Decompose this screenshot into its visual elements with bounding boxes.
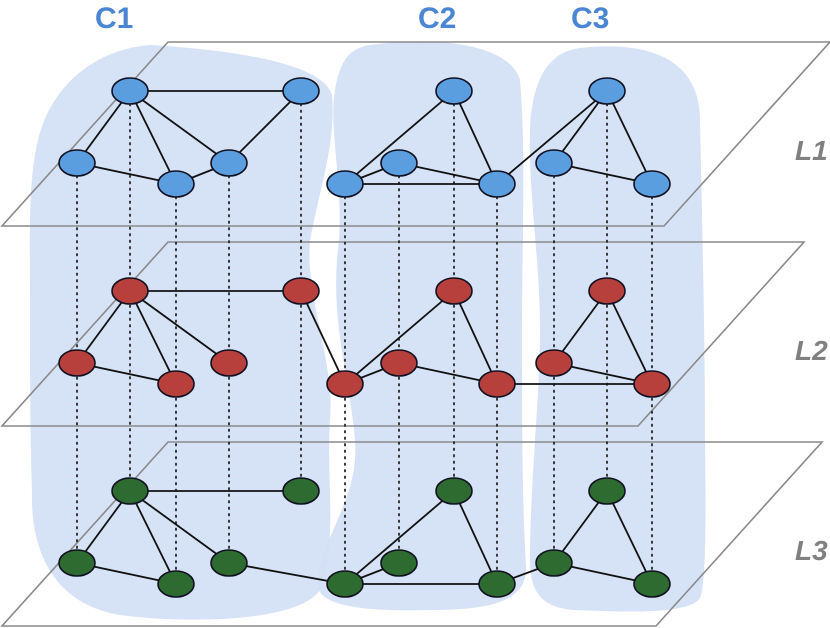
community-region-c2 [318, 41, 527, 611]
community-region-c3 [529, 46, 706, 612]
node-l2-c2-top [435, 277, 473, 305]
edge-l3-c1-top-left-c1-mid [129, 490, 177, 585]
node-l2-c3-top [588, 277, 626, 305]
community-label-c2: C2 [418, 2, 456, 35]
edge-l3-c2-top-c2-left [344, 490, 455, 585]
node-l3-c2-left [326, 570, 364, 598]
layer-plane-l2 [0, 241, 806, 427]
node-l1-c2-right [478, 170, 516, 198]
node-l1-c3-right [633, 170, 671, 198]
network-nodes [58, 77, 671, 598]
layer-plane-l1 [0, 41, 830, 227]
node-l1-c3-top [588, 77, 626, 105]
edge-l3-c2-top-c2-right [453, 490, 498, 585]
community-label-c3: C3 [571, 2, 609, 35]
node-l3-c1-top-left [111, 477, 149, 505]
node-l2-c3-right [633, 370, 671, 398]
edge-l1-c1-top-left-c1-right [129, 90, 230, 164]
node-l3-c1-mid [157, 570, 195, 598]
node-l3-c1-left [58, 549, 96, 577]
node-l3-c2-top [435, 477, 473, 505]
node-l2-c1-left [58, 349, 96, 377]
edge-l1-c3-top-c3-right [606, 90, 653, 185]
node-l3-c2-mid [380, 549, 418, 577]
node-l1-c3-left [535, 149, 573, 177]
edge-l1-c1-right-c1-top-right [228, 90, 302, 164]
edge-l1-c2-right-c3-top [496, 90, 608, 185]
node-l2-c2-mid [380, 349, 418, 377]
edge-l2-c1-top-left-c1-mid [129, 290, 177, 385]
edge-l2-c3-top-c3-right [606, 290, 653, 385]
node-l1-c1-top-right [282, 77, 320, 105]
node-l1-c1-top-left [111, 77, 149, 105]
edge-l2-c1-top-left-c1-right [129, 290, 230, 364]
node-l1-c1-left [58, 149, 96, 177]
community-labels: C1 C2 C3 [95, 2, 609, 35]
edge-l2-c2-top-c2-right [453, 290, 498, 385]
edge-l1-c2-top-c2-left [344, 90, 455, 185]
node-l2-c1-top-left [111, 277, 149, 305]
node-l1-c2-top [435, 77, 473, 105]
node-l2-c1-top-right [282, 277, 320, 305]
edge-l1-c2-top-c2-right [453, 90, 498, 185]
edge-l2-c1-top-right-c2-left [300, 290, 346, 385]
layer-planes [0, 41, 830, 627]
node-l1-c1-right [210, 149, 248, 177]
node-l1-c1-mid [157, 170, 195, 198]
community-region-c1 [29, 45, 333, 620]
node-l1-c2-left [326, 170, 364, 198]
layer-labels: L1 L2 L3 [795, 135, 828, 566]
edge-l3-c3-top-c3-right [606, 490, 653, 585]
edge-l3-c1-top-left-c1-right [129, 490, 230, 564]
node-l2-c2-left [326, 370, 364, 398]
edge-l1-c1-top-left-c1-mid [129, 90, 177, 185]
community-regions [29, 41, 706, 620]
interlayer-couplings [76, 90, 653, 585]
node-l3-c3-left [535, 549, 573, 577]
layer-label-l1: L1 [795, 135, 828, 166]
edge-l2-c2-top-c2-left [344, 290, 455, 385]
node-l1-c2-mid [380, 149, 418, 177]
community-label-c1: C1 [95, 2, 133, 35]
layer-label-l2: L2 [795, 335, 828, 366]
node-l3-c1-right [210, 549, 248, 577]
node-l2-c3-left [535, 349, 573, 377]
node-l3-c3-top [588, 477, 626, 505]
node-l2-c1-mid [157, 370, 195, 398]
layer-plane-l3 [0, 441, 824, 627]
node-l3-c1-top-right [282, 477, 320, 505]
node-l2-c1-right [210, 349, 248, 377]
node-l3-c3-right [633, 570, 671, 598]
layer-label-l3: L3 [795, 535, 828, 566]
node-l3-c2-right [478, 570, 516, 598]
node-l2-c2-right [478, 370, 516, 398]
edge-l3-c1-right-c2-left [228, 562, 346, 585]
